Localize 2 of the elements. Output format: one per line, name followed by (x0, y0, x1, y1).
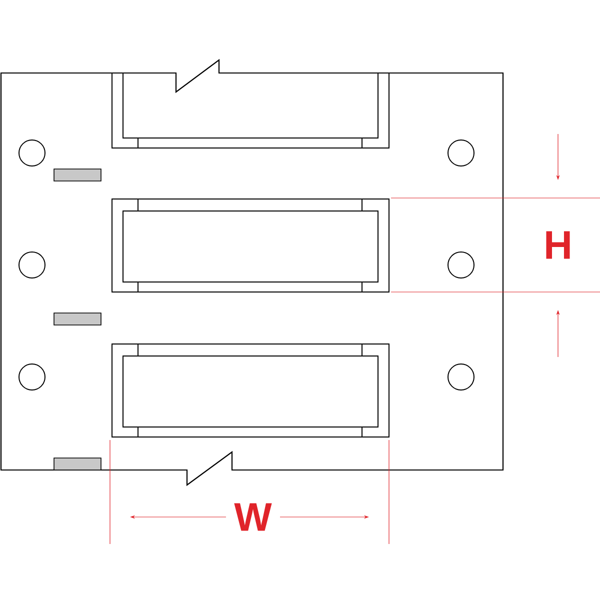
dimension-label: W (234, 503, 272, 531)
dimension-label: H (546, 231, 570, 259)
